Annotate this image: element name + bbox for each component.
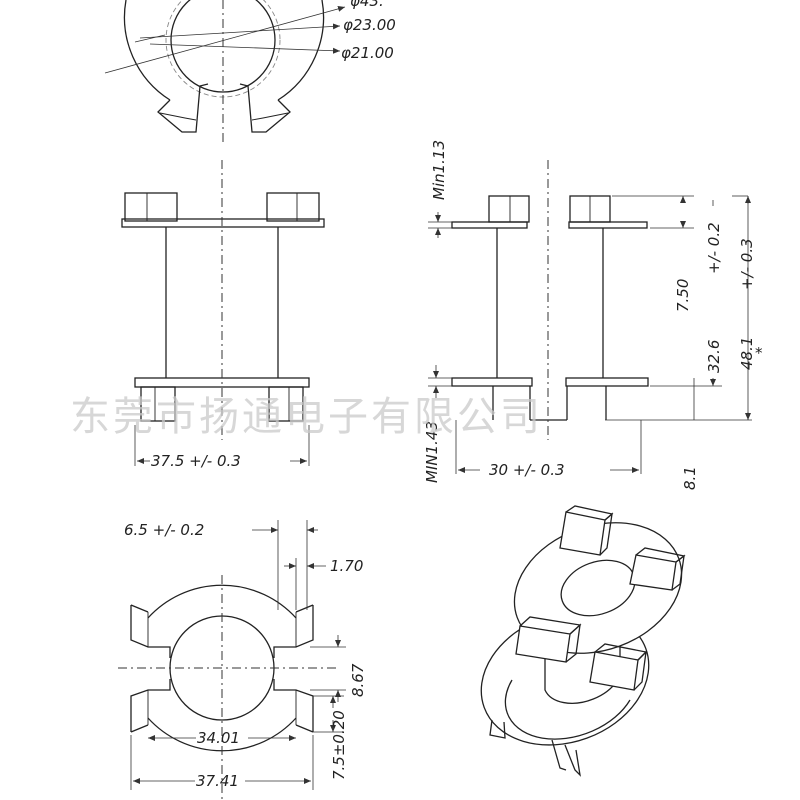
bottom-view: 6.5 +/- 0.2 1.70 8.67 7.5±0.20 34.01 37.… [118,520,367,800]
side-view: Min1.13 MIN1.43 7.50 +/- 0.2 32.6 48.1 +… [423,140,763,490]
height-8-1-label: 8.1 [681,466,699,490]
isometric-view [480,505,686,777]
width-1-70-label: 1.70 [330,557,363,575]
width-37-41-label: 37.41 [196,772,239,790]
height-7-5-label: 7.5±0.20 [330,710,348,780]
min-1-13-label: Min1.13 [430,140,448,200]
tol-0-2-a-label: +/- 0.2 [705,222,723,274]
height-32-6-label: 32.6 [705,340,723,373]
width-37-5-label: 37.5 +/- 0.3 [151,452,241,470]
top-dia-outer-label: φ43. [350,0,384,10]
min-1-43-label: MIN1.43 [423,421,441,483]
front-view: 37.5 +/- 0.3 [121,160,325,470]
width-6-5-label: 6.5 +/- 0.2 [124,521,204,539]
height-8-67-label: 8.67 [349,663,367,697]
company-watermark: 东莞市扬通电子有限公司 [70,394,543,440]
star-mark: * [755,344,763,362]
width-30-label: 30 +/- 0.3 [489,461,565,479]
tol-0-3-label: +/- 0.3 [738,238,756,290]
height-48-1-label: 48.1 [738,337,756,370]
top-view: φ43. φ23.00 φ21.00 [104,0,396,142]
top-dia-mid-label: φ23.00 [343,16,396,34]
top-dia-inner-label: φ21.00 [341,44,394,62]
height-7-50-label: 7.50 [674,279,692,312]
width-34-01-label: 34.01 [197,729,240,747]
